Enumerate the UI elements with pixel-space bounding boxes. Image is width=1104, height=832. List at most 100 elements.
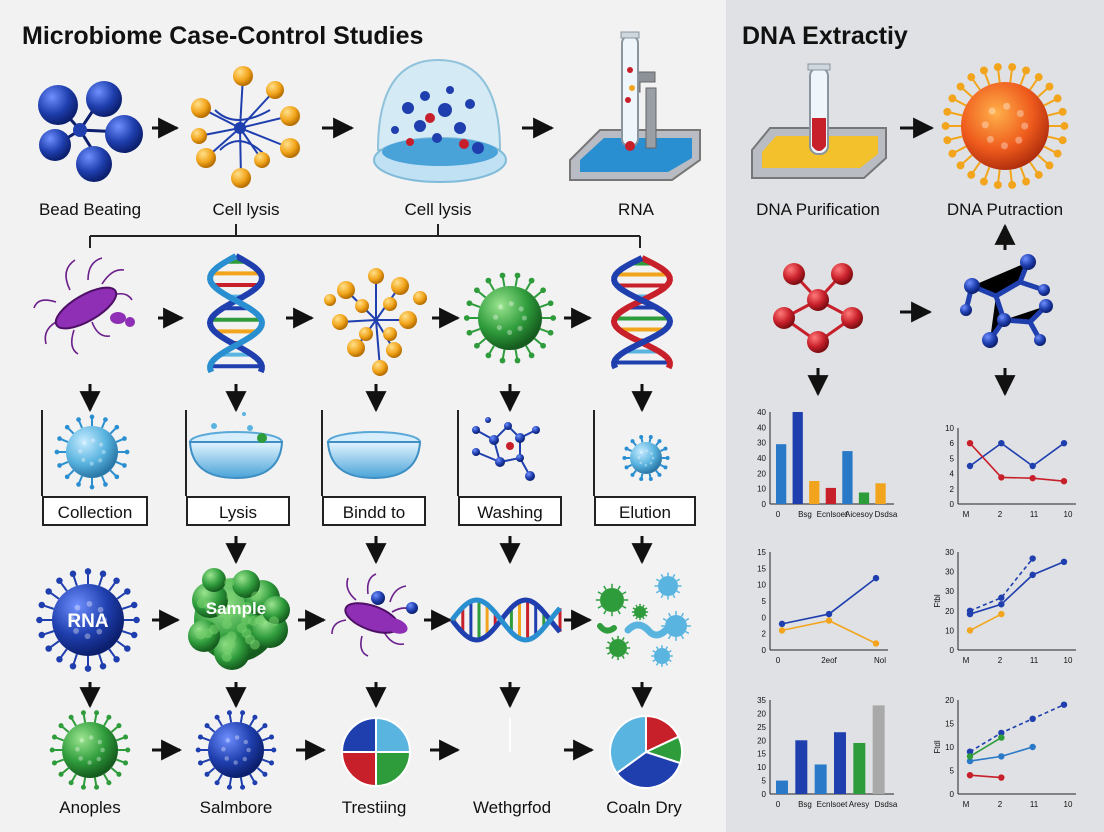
x-tick-label: 0 [776,510,781,519]
y-tick-label: 0 [950,500,955,509]
y-tick-label: 2 [950,485,955,494]
petri-dish-icon [373,58,507,183]
x-tick-label: Bsg [798,800,812,809]
step-label: RNA [618,200,654,219]
y-tick-label: 0 [950,646,955,655]
y-axis-label: Ftbl [933,594,942,608]
data-point [998,594,1005,601]
data-point [1060,558,1068,565]
bacterium-icon [331,573,418,657]
page-title: Microbiome Case-Control Studies [22,22,424,50]
y-tick-label: 4 [950,470,955,479]
y-tick-label: 10 [945,743,954,752]
data-point [966,462,974,470]
data-point [1060,478,1068,485]
series-line [969,613,1002,632]
x-tick-label: 10 [1064,510,1073,519]
y-tick-label: 20 [757,469,766,478]
y-tick-label: 10 [945,424,954,433]
data-point [966,748,974,755]
dna-helix-icon [610,255,674,370]
y-tick-label: 5 [950,767,955,776]
step-box-binding: Bindd to [322,496,426,526]
bar [834,732,846,794]
y-tick-label: 5 [762,597,767,606]
data-point [998,753,1005,760]
y-tick-label: 15 [757,564,766,573]
y-tick-label: 30 [945,548,954,557]
molecule-icon [773,263,863,353]
x-tick-label: Aicesoy [845,510,873,519]
y-tick-label: 20 [757,709,766,718]
data-point [966,757,974,765]
series-line [969,774,1002,779]
step-label: Cell lysis [404,200,472,219]
y-tick-label: 35 [757,696,766,705]
y-tick-label: 2 [762,630,767,639]
bracket-connector [89,224,641,248]
step-box-lysis: Lysis [186,496,290,526]
virus-inner-label: RNA [67,611,108,632]
x-tick-label: 0 [776,800,781,809]
data-point [1029,743,1036,751]
data-point [998,729,1005,737]
step-label: Wethgrfod [472,798,552,817]
series-line [969,442,1065,467]
y-tick-label: 10 [757,485,766,494]
data-point [998,734,1005,741]
step-label: DNA Putraction [946,200,1064,219]
bacterium-icon [33,257,135,355]
x-tick-label: 10 [1064,800,1073,809]
x-tick-label: 2 [998,800,1003,809]
y-tick-label: 0 [762,646,767,655]
bar [825,487,836,504]
virus-icon [622,434,670,482]
data-point [998,610,1005,618]
y-tick-label: 6 [950,439,955,448]
data-point [872,640,880,647]
step-label: DNA Purification [756,200,880,219]
x-tick-label: 2eof [821,656,837,665]
step-label: Bead Beating [38,200,142,219]
series-line [969,703,1065,753]
bowl-icon [188,412,284,480]
data-point [966,607,974,614]
data-point [1029,715,1036,722]
data-point [998,774,1005,781]
data-point [872,574,880,582]
data-point [966,440,974,447]
data-point [966,627,974,634]
y-tick-label: 30 [757,439,766,448]
x-tick-label: M [963,510,970,519]
bar [814,764,827,794]
y-tick-label: 15 [757,548,766,557]
data-point [778,620,786,628]
bar [858,492,870,504]
bar [792,412,803,504]
y-tick-label: 10 [757,581,766,590]
x-tick-label: Ecnlsoet [817,510,848,519]
step-label: Coaln Dry [606,798,682,817]
step-box-washing: Washing [458,496,562,526]
y-axis-label: Ftdl [933,740,942,754]
virus-icon [54,414,130,490]
x-tick-label: 2 [998,510,1003,519]
virus-icon [49,710,131,790]
data-point [966,772,974,779]
down-arrows-row3 [225,536,653,565]
x-tick-label: Bsg [798,510,812,519]
x-tick-label: M [963,800,970,809]
step-label: Trestiing [341,798,407,817]
bowl-icon [326,431,422,480]
bar [875,483,886,504]
y-tick-label: 10 [945,626,954,635]
x-tick-label: 11 [1030,800,1039,809]
pie-chart-icon [609,714,683,789]
data-point [1060,440,1068,447]
